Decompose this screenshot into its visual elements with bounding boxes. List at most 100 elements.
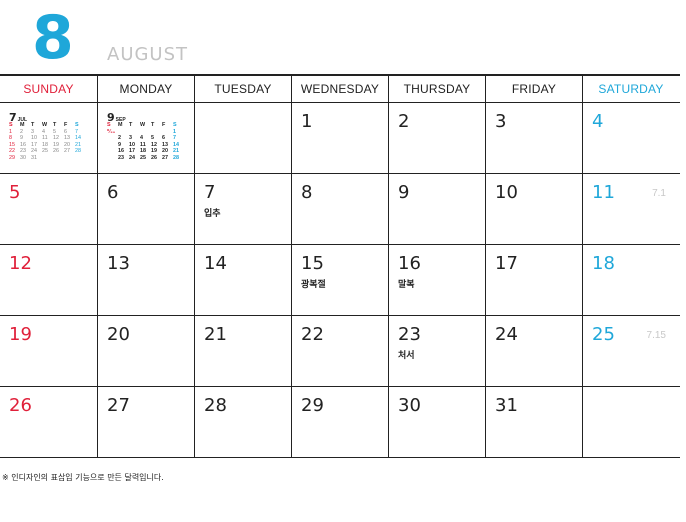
day-number: 23: [398, 324, 421, 345]
day-cell: 12: [0, 245, 97, 315]
day-cell: 31: [485, 387, 582, 457]
mini-day-cell: 16: [20, 141, 26, 148]
mini-day-cell: 16: [118, 148, 124, 155]
mini-dow-cell: S: [107, 122, 111, 128]
mini-day-cell: 26: [53, 148, 59, 155]
mini-day-cell: 18: [140, 148, 146, 155]
day-cell: [194, 103, 291, 173]
mini-day-cell: 14: [75, 135, 81, 142]
day-number: 27: [107, 395, 130, 416]
mini-dow-cell: S: [9, 122, 13, 128]
day-number: 14: [204, 253, 227, 274]
mini-day-cell: 19: [151, 148, 157, 155]
mini-day-cell: [64, 155, 75, 162]
mini-day-cell: 6: [64, 128, 67, 135]
mini-day-cell: 12: [53, 135, 59, 142]
weekday-wednesday: WEDNESDAY: [291, 76, 388, 103]
day-number: 17: [495, 253, 518, 274]
day-number: 31: [495, 395, 518, 416]
mini-day-cell: 10: [31, 135, 37, 142]
day-number: 16: [398, 253, 421, 274]
mini-day-cell: 17: [31, 141, 37, 148]
mini-day-cell: 3: [31, 128, 34, 135]
mini-dow-cell: W: [42, 122, 48, 128]
day-number: 25: [592, 324, 615, 345]
mini-dow-cell: F: [162, 122, 166, 128]
mini-day-cell: 27: [162, 154, 168, 161]
mini-day-cell: 9: [118, 141, 121, 148]
day-cell: 8: [291, 174, 388, 244]
day-number: 24: [495, 324, 518, 345]
lunar-date: 7.1: [652, 188, 666, 199]
mini-dow-cell: W: [140, 122, 146, 128]
mini-day-cell: [140, 129, 151, 136]
day-number: 21: [204, 324, 227, 345]
mini-day-cell: 19: [53, 141, 59, 148]
weekday-saturday: SATURDAY: [582, 76, 679, 103]
mini-day-cell: 30: [20, 154, 26, 161]
mini-dow-cell: M: [20, 122, 25, 128]
mini-day-cell: 10: [129, 141, 135, 148]
lunar-date: 7.15: [646, 330, 666, 341]
mini-day-cell: 28: [173, 154, 179, 161]
mini-day-cell: 2: [118, 135, 121, 142]
mini-day-cell: 4: [42, 128, 45, 135]
day-number: 15: [301, 253, 324, 274]
day-cell: 28: [194, 387, 291, 457]
day-number: 9: [398, 182, 410, 203]
mini-day-cell: 23: [118, 154, 124, 161]
mini-day-cell: 7: [75, 128, 78, 135]
mini-day-cell: [162, 129, 173, 136]
mini-day-cell: 20: [162, 148, 168, 155]
mini-day-cell: 22: [9, 148, 15, 155]
mini-dow-cell: T: [151, 122, 155, 128]
mini-day-cell: 24: [129, 154, 135, 161]
weekday-friday: FRIDAY: [485, 76, 582, 103]
mini-month-name: SEP: [115, 117, 126, 123]
mini-day-cell: 13: [64, 135, 70, 142]
mini-day-cell: 28: [75, 148, 81, 155]
footnote: ※ 인디자인의 표삽입 기능으로 만든 달력입니다.: [2, 473, 164, 482]
day-cell: 1: [291, 103, 388, 173]
mini-day-cell: 2: [20, 128, 23, 135]
mini-dow-cell: S: [173, 122, 177, 128]
day-number: 28: [204, 395, 227, 416]
mini-day-cell: 20: [64, 141, 70, 148]
mini-day-cell: [151, 129, 162, 136]
day-number: 30: [398, 395, 421, 416]
day-cell: 20: [97, 316, 194, 386]
weekday-tuesday: TUESDAY: [194, 76, 291, 103]
mini-day-cell: 3: [129, 135, 132, 142]
mini-day-cell: ⁰⁄₃₀: [107, 128, 116, 135]
mini-dow-cell: T: [53, 122, 57, 128]
mini-dow-cell: T: [31, 122, 35, 128]
mini-month-number: 9: [107, 111, 115, 124]
day-number: 29: [301, 395, 324, 416]
mini-day-cell: 21: [173, 148, 179, 155]
mini-day-cell: 13: [162, 141, 168, 148]
mini-day-cell: [107, 135, 118, 142]
mini-day-cell: [107, 148, 118, 155]
mini-day-cell: 4: [140, 135, 143, 142]
mini-calendar-header: 7JUL: [9, 108, 87, 124]
mini-dow-cell: S: [75, 122, 79, 128]
mini-day-cell: 23: [20, 148, 26, 155]
day-number: 10: [495, 182, 518, 203]
